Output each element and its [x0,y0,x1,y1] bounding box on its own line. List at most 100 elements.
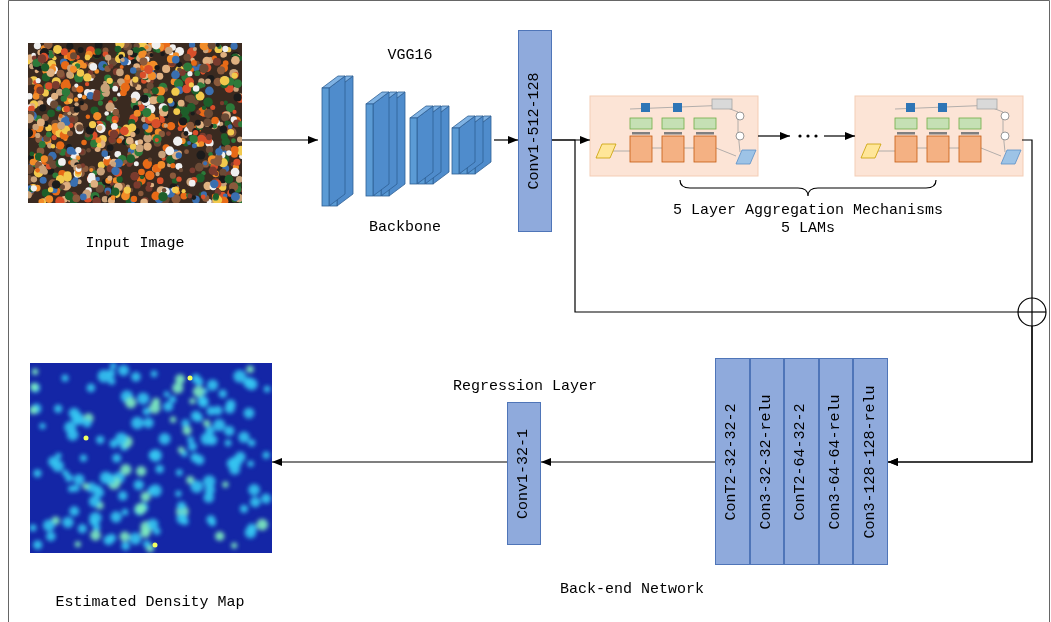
lam-bar [696,132,714,135]
crowd-person [233,159,240,166]
crowd-person [220,52,226,58]
crowd-person [237,137,242,143]
density-blob [248,484,260,496]
crowd-person [97,143,102,148]
crowd-person [213,193,219,199]
crowd-person [195,120,201,126]
ellipsis-dot [798,134,801,137]
lam-block [662,136,684,162]
density-blob [149,449,162,462]
crowd-person [69,117,75,123]
slab-front [410,118,417,184]
crowd-person [70,179,78,187]
density-blob [62,375,69,382]
vgg-layer-stack [322,76,491,206]
crowd-person [30,152,35,157]
crowd-person [70,52,77,59]
crowd-person [229,69,238,78]
crowd-person [116,138,122,144]
crowd-person [157,177,164,184]
density-blob [78,524,87,533]
crowd-person [89,63,97,71]
density-peak [188,376,193,381]
crowd-person [142,124,148,130]
crowd-person [111,116,118,123]
density-blob [178,447,184,453]
density-blob [191,411,202,422]
crowd-person [205,87,214,96]
density-blob [96,436,104,444]
crowd-person [210,180,218,188]
block-caption: Backbone [369,219,441,237]
lam-op [1001,132,1009,140]
crowd-person [140,175,144,179]
crowd-person [164,124,168,128]
crowd-person [178,126,183,131]
density-blob [89,512,101,524]
density-blob [69,506,79,516]
crowd-person [130,172,139,181]
crowd-person [138,191,143,196]
crowd-person [116,69,124,77]
crowd-person [162,188,167,193]
lam-bar [929,132,947,135]
slab-top [366,92,389,104]
crowd-person [155,138,159,142]
crowd-person [40,177,47,184]
slab-top [410,106,433,118]
crowd-person [52,135,57,140]
lam-block [927,136,949,162]
crowd-person [64,93,68,97]
density-blob [155,465,163,473]
crowd-person [192,143,197,148]
density-blob [149,484,162,497]
crowd-person [203,97,212,106]
image-caption: Estimated Density Map [55,594,244,612]
flow-arrow [272,461,507,462]
crowd-person [51,93,58,100]
density-blob [33,469,41,477]
crowd-person [95,48,102,55]
crowd-person [231,192,240,201]
crowd-person [56,141,64,149]
density-blob [224,426,234,436]
crowd-person [181,132,188,139]
crowd-person [28,114,34,123]
crowd-person [90,180,98,188]
crowd-person [67,130,73,136]
density-blob [261,494,271,504]
density-blobs [30,363,271,552]
crowd-person [222,46,228,52]
crowd-person [231,168,240,177]
crowd-person [105,54,111,60]
density-blob [256,519,268,531]
crowd-person [192,196,200,203]
regression-box: Regression LayerConv1-32-1 [507,402,541,545]
density-blob [143,540,150,547]
density-blob [46,532,56,542]
crowd-person [67,51,77,61]
crowd-person [38,199,44,203]
density-blob [30,383,38,391]
slab-top [322,76,345,88]
layer-title: Regression Layer [453,378,597,396]
crowd-person [78,47,84,53]
density-blob [164,391,170,397]
lam-bar [664,132,682,135]
crowd-person [165,146,174,155]
crowd-person [153,135,162,144]
crowd-person [208,43,216,49]
crowd-person [155,172,159,176]
crowd-person [193,130,199,136]
crowd-person [176,152,182,158]
crowd-person [173,137,182,146]
crowd-person [190,167,196,173]
crowd-person [225,121,229,125]
layer-box: Con3-128-128-relu [853,358,888,565]
density-map-output: Estimated Density Map [30,363,272,553]
crowd-person [154,65,159,70]
crowd-person [219,169,226,176]
crowd-person [223,60,229,66]
density-blob [235,452,246,463]
crowd-person [38,54,47,63]
